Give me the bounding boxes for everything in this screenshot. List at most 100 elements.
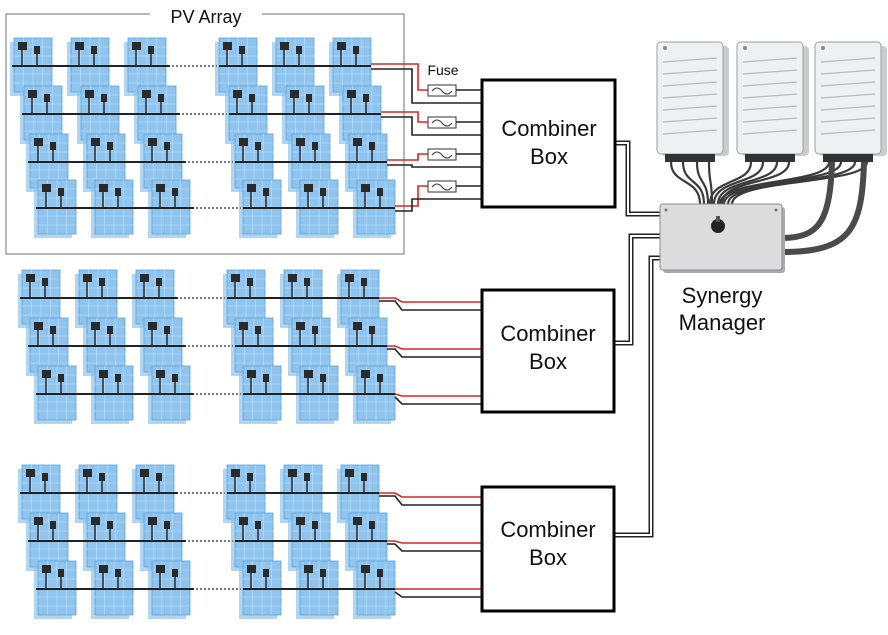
fuse-element — [431, 151, 453, 159]
junction-box-icon — [107, 521, 113, 529]
inverter-screw — [743, 46, 747, 50]
junction-box-icon — [249, 94, 255, 102]
fuse-icon — [427, 180, 457, 193]
junction-box-icon — [164, 521, 170, 529]
junction-box-icon — [58, 374, 64, 382]
junction-box-icon — [288, 469, 297, 477]
inverter-connector-bar — [665, 154, 715, 162]
inverter-cable — [681, 161, 706, 205]
junction-box-icon — [363, 94, 369, 102]
inverter-connector-bar — [823, 154, 873, 162]
dc-positive-wire — [387, 153, 428, 161]
inverter-fin — [820, 117, 876, 123]
junction-box-icon — [296, 138, 305, 146]
dc-negative-wire — [395, 198, 482, 212]
junction-box-icon — [231, 469, 240, 477]
junction-box-icon — [361, 473, 367, 481]
junction-box-icon — [34, 46, 40, 54]
junction-box-icon — [304, 473, 310, 481]
junction-box-icon — [233, 90, 242, 98]
combiner-box-3-label-line2: Box — [529, 545, 567, 570]
junction-box-icon — [83, 469, 92, 477]
junction-box-icon — [377, 374, 383, 382]
combiner-box — [480, 485, 616, 613]
combiner-box-2-label-line1: Combiner — [500, 321, 595, 346]
inverter-fin — [820, 81, 876, 87]
junction-box-icon — [91, 322, 100, 330]
junction-box-icon — [42, 473, 48, 481]
fuse-icon — [427, 84, 457, 97]
junction-box-icon — [290, 90, 299, 98]
inverter-fin — [662, 69, 718, 75]
inverter-fin — [820, 69, 876, 75]
inverter — [814, 41, 887, 162]
junction-box-icon — [142, 90, 151, 98]
dc-positive-wire — [387, 540, 482, 544]
inverter-fin — [820, 93, 876, 99]
junction-box-icon — [42, 565, 51, 573]
dc-negative-wire — [379, 495, 482, 506]
junction-box-icon — [255, 521, 261, 529]
equipment-layer — [480, 41, 887, 613]
junction-box-icon — [28, 90, 37, 98]
junction-box-icon — [44, 94, 50, 102]
manager-switch-icon — [711, 219, 725, 233]
inverter-fin — [820, 105, 876, 111]
junction-box-icon — [337, 42, 346, 50]
junction-box-icon — [115, 188, 121, 196]
dc-negative-wire — [394, 396, 482, 405]
junction-box-icon — [377, 188, 383, 196]
dc-negative-wire — [381, 116, 482, 136]
junction-box-icon — [99, 184, 108, 192]
junction-box-icon — [164, 326, 170, 334]
feeder-cable-core — [615, 142, 660, 215]
junction-box-icon — [247, 473, 253, 481]
junction-box-icon — [91, 46, 97, 54]
inverter-cable — [707, 161, 714, 205]
junction-box-icon — [296, 517, 305, 525]
inverter-fin — [742, 129, 798, 135]
junction-box-icon — [304, 278, 310, 286]
junction-box-icon — [304, 370, 313, 378]
junction-box-icon — [304, 184, 313, 192]
combiner-box-1-label-line1: Combiner — [501, 116, 596, 141]
junction-box-icon — [296, 322, 305, 330]
junction-box-icon — [99, 278, 105, 286]
junction-box-icon — [99, 370, 108, 378]
panel-row — [10, 37, 372, 96]
dc-positive-wire — [381, 111, 428, 123]
junction-box-icon — [148, 46, 154, 54]
junction-box-icon — [280, 42, 289, 50]
combiner-box-3-label-line1: Combiner — [500, 517, 595, 542]
feeder-cable-core — [614, 257, 660, 536]
junction-box-icon — [361, 184, 370, 192]
junction-box-icon — [369, 326, 375, 334]
dc-negative-wire — [387, 543, 482, 552]
inverter-connector-bar — [745, 154, 795, 162]
combiner-box — [480, 288, 616, 414]
junction-box-icon — [172, 374, 178, 382]
junction-box-icon — [50, 521, 56, 529]
junction-box-icon — [239, 138, 248, 146]
junction-box-icon — [304, 565, 313, 573]
junction-box-icon — [172, 188, 178, 196]
inverter-fin — [820, 129, 876, 135]
junction-box-icon — [115, 374, 121, 382]
inverter-fin — [742, 69, 798, 75]
junction-box-icon — [312, 521, 318, 529]
junction-box-icon — [247, 370, 256, 378]
feeder-cable-core — [614, 235, 660, 344]
junction-box-icon — [85, 90, 94, 98]
junction-box-icon — [50, 326, 56, 334]
junction-box-icon — [361, 370, 370, 378]
dc-positive-wire — [394, 393, 482, 397]
inverter-fin — [820, 57, 876, 63]
fuse-icon — [427, 116, 457, 129]
dc-negative-wire — [387, 164, 482, 168]
junction-box-icon — [239, 517, 248, 525]
inverter-cable — [718, 161, 831, 205]
junction-box-icon — [18, 42, 27, 50]
panel-row — [34, 560, 396, 619]
junction-box-icon — [107, 326, 113, 334]
